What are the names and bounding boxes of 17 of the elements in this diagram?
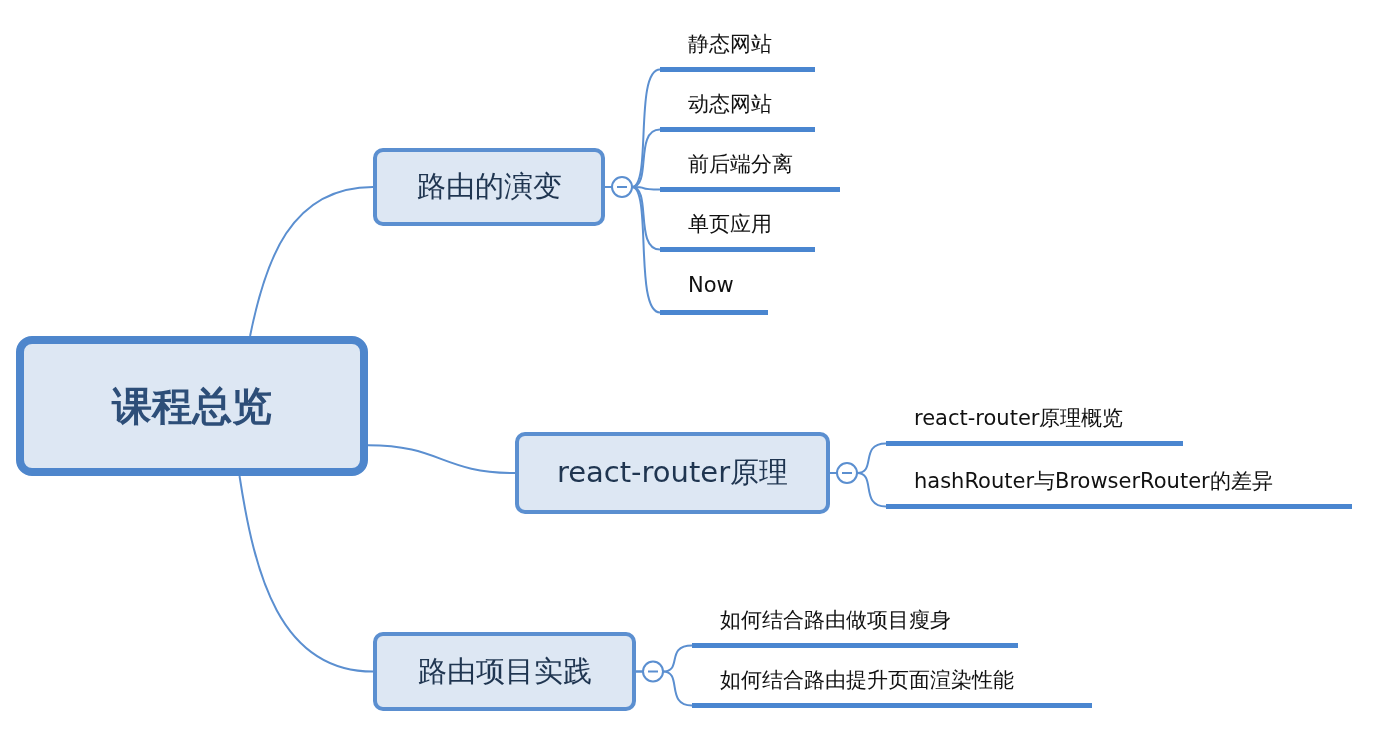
subtopic-label: 动态网站	[660, 90, 815, 132]
subtopic-label: 静态网站	[660, 30, 815, 72]
subtopic-label: Now	[660, 273, 768, 315]
subtopic-label: react-router原理概览	[886, 404, 1183, 446]
subtopic-label: 如何结合路由提升页面渲染性能	[692, 666, 1092, 708]
subtopic-label: 如何结合路由做项目瘦身	[692, 606, 1018, 648]
connector-line	[238, 475, 374, 673]
topic-box: 路由的演变	[373, 148, 605, 226]
connector-line	[635, 670, 693, 707]
connector-line	[249, 186, 374, 337]
topic-box: 路由项目实践	[373, 632, 636, 711]
subtopic-label: 单页应用	[660, 210, 815, 252]
topic-box: react-router原理	[515, 432, 830, 514]
central-topic-box: 课程总览	[16, 336, 368, 476]
connector-line	[367, 444, 516, 474]
subtopic-label: 前后端分离	[660, 150, 840, 192]
subtopic-label: hashRouter与BrowserRouter的差异	[886, 467, 1352, 509]
